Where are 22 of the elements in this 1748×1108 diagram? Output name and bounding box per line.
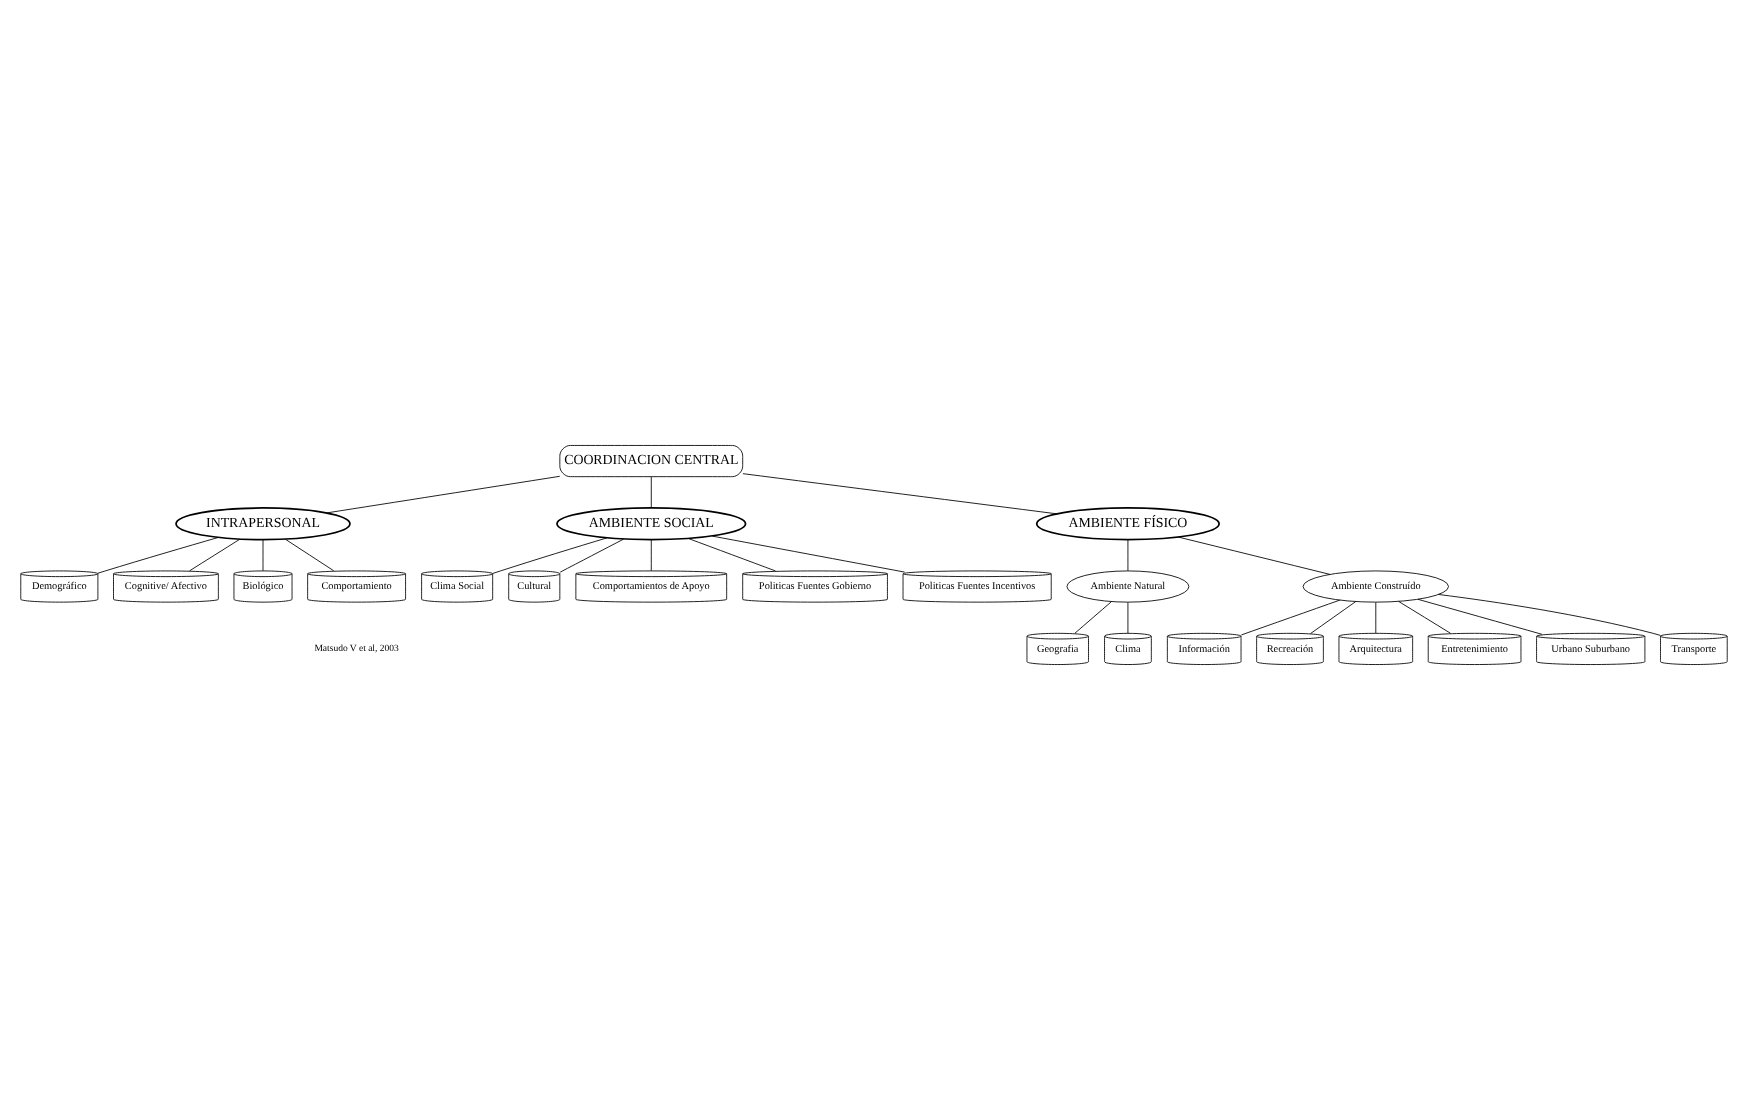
connector — [97, 536, 219, 573]
connector — [285, 537, 335, 571]
connector — [492, 536, 608, 573]
connector — [711, 534, 905, 572]
connector — [1127, 538, 1129, 571]
connector — [650, 475, 652, 507]
connector — [688, 537, 776, 571]
connector — [1177, 535, 1331, 574]
connector — [650, 538, 652, 571]
connector — [1398, 600, 1451, 633]
connector — [1438, 593, 1661, 635]
connector — [1074, 600, 1112, 633]
connector — [1310, 600, 1357, 633]
connector — [1240, 598, 1341, 635]
connector — [742, 472, 1057, 514]
connector — [262, 538, 264, 571]
connector — [559, 537, 624, 572]
connector — [1127, 600, 1129, 633]
connector — [1375, 600, 1377, 633]
connector — [1417, 597, 1543, 634]
connector — [189, 537, 241, 571]
connector — [326, 474, 561, 513]
